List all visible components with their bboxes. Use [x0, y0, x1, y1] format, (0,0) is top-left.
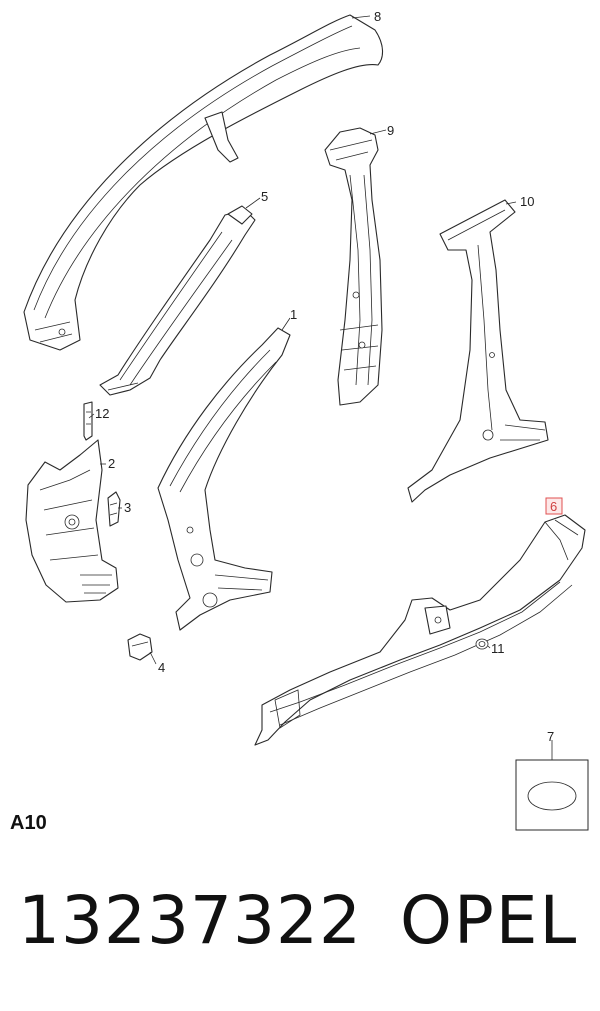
brand-name: OPEL: [400, 882, 579, 959]
footer: 13237322 OPEL: [18, 882, 588, 972]
callout-11[interactable]: 11: [491, 641, 505, 656]
parts-diagram: 8 9 5 1 10 12 2 3 4 6 11 7: [23, 9, 589, 831]
part-8-roof-rail: [23, 14, 384, 351]
callout-6[interactable]: 6: [550, 499, 557, 514]
callout-12[interactable]: 12: [95, 406, 109, 421]
part-5-pillar-reinforcement: [99, 205, 256, 396]
callout-1[interactable]: 1: [290, 307, 297, 322]
callout-8[interactable]: 8: [374, 9, 381, 24]
callout-5[interactable]: 5: [261, 189, 268, 204]
part-11-grommet: [475, 638, 489, 650]
callout-6-highlight: [545, 497, 563, 515]
leader-lines: [88, 15, 553, 760]
part-1-a-pillar: [157, 327, 291, 631]
callout-9[interactable]: 9: [387, 123, 394, 138]
callout-7[interactable]: 7: [547, 729, 554, 744]
callouts: 8 9 5 1 10 12 2 3 4 6 11 7: [95, 9, 563, 744]
callout-10[interactable]: 10: [520, 194, 534, 209]
callout-3[interactable]: 3: [124, 500, 131, 515]
part-10-b-pillar: [407, 199, 549, 503]
part-2-pillar-lower-panel: [25, 439, 119, 603]
part-12-bracket: [83, 401, 93, 441]
part-7-box: [515, 759, 589, 831]
part-4-bracket: [127, 633, 153, 661]
part-number: 13237322: [18, 882, 362, 959]
part-3-bracket: [107, 491, 121, 527]
callout-2[interactable]: 2: [108, 456, 115, 471]
part-6-rocker-panel: [254, 514, 586, 746]
diagram-code: A10: [10, 812, 47, 834]
part-9-b-pillar-reinforcement: [324, 127, 383, 406]
callout-4[interactable]: 4: [158, 660, 165, 675]
